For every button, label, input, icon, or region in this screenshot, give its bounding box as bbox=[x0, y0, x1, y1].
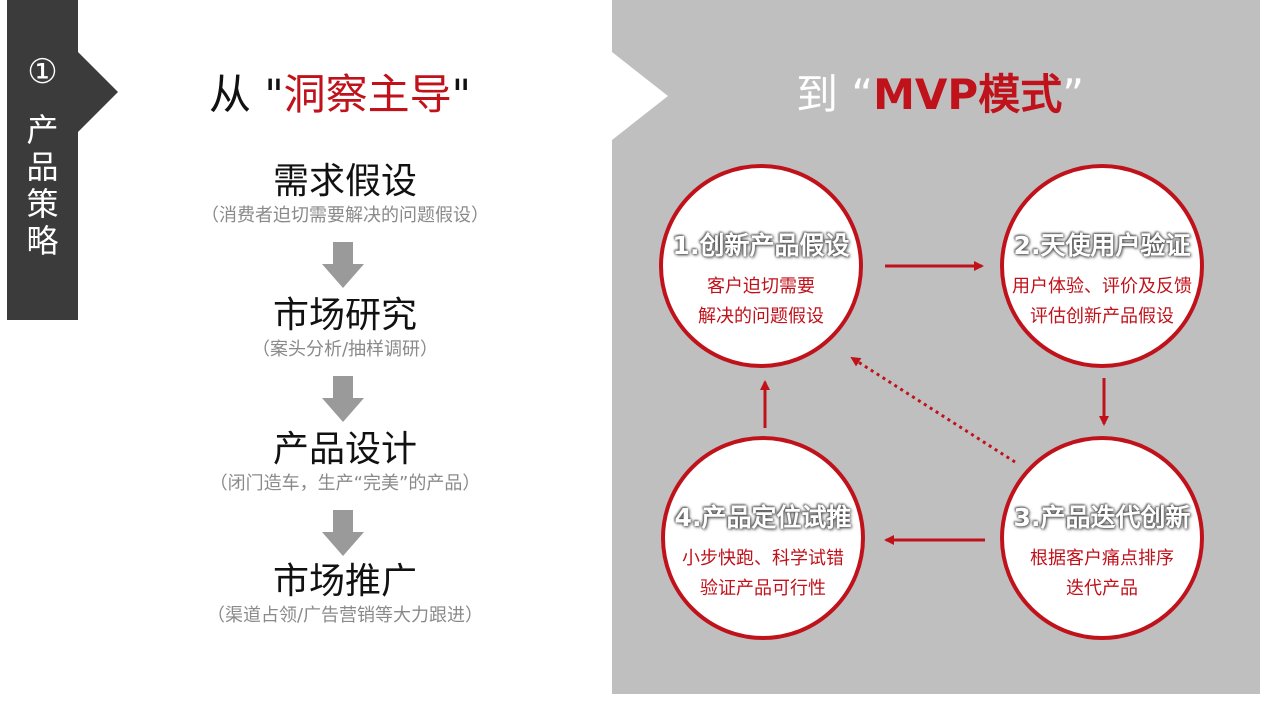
cycle-node-desc-line: 迭代产品 bbox=[1066, 578, 1138, 599]
cycle-node-desc: 客户迫切需要 解决的问题假设 bbox=[663, 272, 859, 332]
panel-notch bbox=[612, 52, 668, 140]
cycle-node-desc-line: 小步快跑、科学试错 bbox=[682, 548, 844, 569]
right-title-prefix: 到 “ bbox=[796, 70, 874, 119]
cycle-node-4: 4.产品定位试推 小步快跑、科学试错 验证产品可行性 bbox=[661, 436, 865, 640]
cycle-node-desc: 用户体验、评价及反馈 评估创新产品假设 bbox=[1004, 272, 1200, 332]
cycle-node-desc-line: 客户迫切需要 bbox=[707, 276, 815, 297]
left-title-prefix: 从 " bbox=[208, 70, 284, 119]
down-arrow-icon bbox=[322, 242, 364, 288]
cycle-node-title: 4.产品定位试推 bbox=[674, 503, 852, 532]
cycle-node-desc-line: 根据客户痛点排序 bbox=[1030, 548, 1174, 569]
down-arrow-icon bbox=[322, 510, 364, 556]
cycle-node-desc-line: 用户体验、评价及反馈 bbox=[1012, 276, 1192, 297]
section-label-char: 略 bbox=[26, 222, 59, 260]
step-2: 市场研究 （案头分析/抽样调研） bbox=[150, 294, 540, 362]
left-title: 从 "洞察主导" bbox=[110, 65, 570, 125]
step-subtitle: （消费者迫切需要解决的问题假设） bbox=[201, 205, 489, 226]
side-tab bbox=[7, 0, 78, 320]
arrow-3-to-1-dotted bbox=[850, 356, 1016, 464]
cycle-node-title: 3.产品迭代创新 bbox=[1013, 503, 1191, 532]
cycle-node-desc-line: 评估创新产品假设 bbox=[1030, 306, 1174, 327]
step-title: 产品设计 bbox=[272, 429, 417, 470]
section-label: 产 品 策 略 bbox=[7, 112, 78, 260]
cycle-node-1: 1.创新产品假设 客户迫切需要 解决的问题假设 bbox=[659, 164, 863, 368]
step-subtitle: （渠道占领/广告营销等大力跟进） bbox=[206, 605, 484, 626]
cycle-node-title: 1.创新产品假设 bbox=[672, 231, 850, 260]
section-label-char: 品 bbox=[26, 148, 59, 186]
section-label-char: 产 bbox=[26, 111, 59, 149]
cycle-node-desc: 小步快跑、科学试错 验证产品可行性 bbox=[665, 544, 861, 604]
side-tab-arrow bbox=[78, 52, 118, 132]
cycle-node-desc: 根据客户痛点排序 迭代产品 bbox=[1004, 544, 1200, 604]
down-arrow-icon bbox=[322, 376, 364, 422]
cycle-node-3: 3.产品迭代创新 根据客户痛点排序 迭代产品 bbox=[1000, 436, 1204, 640]
cycle-node-2: 2.天使用户验证 用户体验、评价及反馈 评估创新产品假设 bbox=[1000, 164, 1204, 368]
step-1: 需求假设 （消费者迫切需要解决的问题假设） bbox=[150, 160, 540, 228]
right-title-highlight: MVP模式 bbox=[873, 70, 1063, 119]
right-title: 到 “MVP模式” bbox=[760, 65, 1120, 125]
cycle-node-desc-line: 验证产品可行性 bbox=[700, 578, 826, 599]
section-number: ① bbox=[27, 52, 58, 92]
cycle-node-desc-line: 解决的问题假设 bbox=[698, 306, 824, 327]
step-subtitle: （闭门造车，生产“完美”的产品） bbox=[209, 473, 481, 494]
step-4: 市场推广 （渠道占领/广告营销等大力跟进） bbox=[150, 560, 540, 628]
step-title: 市场研究 bbox=[272, 295, 417, 336]
right-title-suffix: ” bbox=[1062, 70, 1084, 119]
section-label-char: 策 bbox=[26, 185, 59, 223]
step-3: 产品设计 （闭门造车，生产“完美”的产品） bbox=[150, 428, 540, 496]
step-title: 需求假设 bbox=[272, 161, 417, 202]
left-title-highlight: 洞察主导 bbox=[283, 70, 452, 119]
left-title-suffix: " bbox=[451, 70, 471, 119]
step-subtitle: （案头分析/抽样调研） bbox=[251, 339, 439, 360]
step-title: 市场推广 bbox=[272, 561, 417, 602]
cycle-node-title: 2.天使用户验证 bbox=[1013, 231, 1191, 260]
